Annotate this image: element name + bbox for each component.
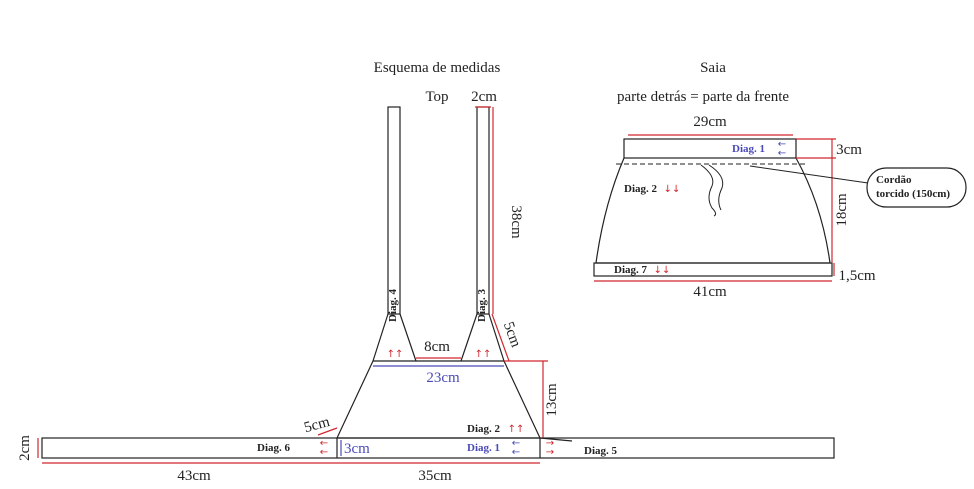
- strap-left-up-arrows: ↑↑: [387, 349, 404, 360]
- band-left-length-label: 43cm: [177, 468, 211, 484]
- cup-height-label: 13cm: [544, 383, 560, 417]
- saia-diag2-label: Diag. 2: [624, 183, 658, 195]
- saia-cord-wave-1: [700, 164, 717, 217]
- saia-cord-callout: [866, 167, 967, 208]
- saia-diagram: Saia parte detrás = parte da frente 29cm…: [593, 60, 967, 300]
- saia-diag7-label: Diag. 7: [614, 264, 648, 276]
- saia-body: [595, 157, 831, 264]
- strap-width-label: 2cm: [471, 89, 497, 105]
- saia-body-height-label: 18cm: [834, 193, 850, 227]
- band-left-arrow-2: ←: [320, 447, 328, 458]
- saia-cord-label-line2: torcido (150cm): [876, 188, 950, 200]
- saia-diag7-arrows: ↓↓: [654, 265, 671, 276]
- neck-gap-label: 8cm: [424, 339, 450, 355]
- diag4-label: Diag. 4: [387, 289, 399, 323]
- top-section-title: Esquema de medidas: [374, 60, 501, 76]
- saia-waistband: [623, 138, 797, 159]
- saia-subtitle: parte detrás = parte da frente: [617, 89, 789, 105]
- saia-cord-pointer: [749, 165, 869, 184]
- diag6-label: Diag. 6: [257, 442, 291, 454]
- saia-waist-height-label: 3cm: [836, 142, 862, 158]
- saia-hem: [593, 262, 833, 277]
- saia-bottom-width-label: 41cm: [693, 284, 727, 300]
- band-right-arrow-1: →: [546, 438, 554, 449]
- saia-cord-label-line1: Cordão: [876, 174, 912, 186]
- right-strap: [476, 106, 490, 315]
- band-small-height-label: 3cm: [344, 441, 370, 457]
- diag3-label: Diag. 3: [476, 289, 488, 323]
- saia-cord-wave-2: [708, 164, 724, 211]
- saia-hem-height-label: 1,5cm: [838, 268, 875, 284]
- top-diag1-arrow-1: ←: [512, 438, 520, 449]
- top-diag2-arrows: ↑↑: [508, 424, 525, 435]
- top-diag1-label: Diag. 1: [467, 442, 500, 454]
- saia-title: Saia: [700, 60, 726, 76]
- top-diag2-label: Diag. 2: [467, 423, 501, 435]
- band-right-arrow-2: →: [546, 447, 554, 458]
- band-height-label: 2cm: [17, 435, 33, 461]
- band-slope-label: 5cm: [302, 414, 331, 436]
- saia-diag1-arrow-2: ←: [778, 148, 786, 159]
- top-diagram: Esquema de medidas Top 2cm 38cm Diag. 4 …: [17, 60, 835, 484]
- strap-right-up-arrows: ↑↑: [475, 349, 492, 360]
- saia-diag2-arrows: ↓↓: [664, 184, 681, 195]
- strap-length-label: 38cm: [508, 205, 524, 239]
- strap-flares: [372, 313, 505, 362]
- top-subtitle: Top: [425, 89, 448, 105]
- band-left-arrow-1: ←: [320, 438, 328, 449]
- base-width-label: 23cm: [426, 370, 460, 386]
- saia-diag1-label: Diag. 1: [732, 143, 765, 155]
- top-diag1-arrow-2: ←: [512, 447, 520, 458]
- left-strap: [387, 106, 401, 315]
- diag5-pointer: [539, 437, 573, 442]
- band-slope-line: [317, 427, 338, 436]
- saia-diag1-arrow-1: ←: [778, 139, 786, 150]
- strap-slope-line: [491, 313, 510, 362]
- diag5-label: Diag. 5: [584, 445, 618, 457]
- band-center-length-label: 35cm: [418, 468, 452, 484]
- band: [41, 437, 835, 459]
- saia-top-width-label: 29cm: [693, 114, 727, 130]
